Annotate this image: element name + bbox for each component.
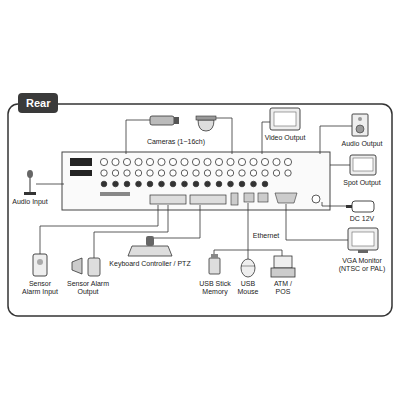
- bnc-port: [239, 170, 245, 176]
- device-label: Audio Input: [5, 198, 55, 206]
- device-label: Video Output: [255, 134, 315, 142]
- rca-port: [228, 181, 234, 187]
- bnc-port: [250, 170, 256, 176]
- bnc-port: [284, 158, 291, 165]
- bnc-port: [169, 158, 176, 165]
- device-label: Sensor Alarm Input: [20, 280, 60, 296]
- device-label: Audio Output: [337, 140, 387, 148]
- bnc-port: [192, 158, 199, 165]
- bnc-port: [135, 170, 141, 176]
- bnc-port: [170, 170, 176, 176]
- bnc-port: [238, 158, 245, 165]
- device-label: DC 12V: [342, 215, 382, 223]
- bnc-port: [158, 170, 164, 176]
- bnc-port: [181, 170, 187, 176]
- rca-port: [182, 181, 188, 187]
- bnc-port: [262, 170, 268, 176]
- bnc-port: [181, 158, 188, 165]
- rca-port: [216, 181, 222, 187]
- bnc-port: [250, 158, 257, 165]
- bnc-port: [273, 170, 279, 176]
- device-label: Ethernet: [249, 232, 283, 240]
- bnc-port: [227, 158, 234, 165]
- rca-port: [193, 181, 199, 187]
- bnc-port: [273, 158, 280, 165]
- bnc-port: [135, 158, 142, 165]
- bnc-port: [123, 158, 130, 165]
- bnc-port: [216, 170, 222, 176]
- bnc-port: [227, 170, 233, 176]
- bnc-port: [204, 170, 210, 176]
- bnc-port: [147, 170, 153, 176]
- bnc-port: [124, 170, 130, 176]
- device-label: USB Stick Memory: [199, 280, 231, 296]
- rca-port: [113, 181, 119, 187]
- bnc-port: [146, 158, 153, 165]
- rca-port: [170, 181, 176, 187]
- device-label: Spot Output: [337, 179, 387, 187]
- bnc-port: [285, 170, 291, 176]
- rca-port: [101, 181, 107, 187]
- device-label: USB Mouse: [233, 280, 263, 296]
- rca-port: [251, 181, 257, 187]
- bnc-port: [101, 170, 107, 176]
- device-label: Keyboard Controller / PTZ: [102, 260, 198, 268]
- bnc-port: [261, 158, 268, 165]
- rca-port: [147, 181, 153, 187]
- rca-port: [262, 181, 268, 187]
- bnc-port: [112, 170, 118, 176]
- device-label: Sensor Alarm Output: [64, 280, 112, 296]
- bnc-port: [158, 158, 165, 165]
- section-tab: Rear: [18, 93, 58, 113]
- device-label: Cameras (1~16ch): [134, 138, 218, 146]
- device-label: ATM / POS: [268, 280, 298, 296]
- bnc-port: [112, 158, 119, 165]
- rca-port: [136, 181, 142, 187]
- bnc-port: [100, 158, 107, 165]
- rca-port: [239, 181, 245, 187]
- bnc-port: [215, 158, 222, 165]
- bnc-port: [193, 170, 199, 176]
- bnc-port: [204, 158, 211, 165]
- rca-port: [159, 181, 165, 187]
- rca-port: [205, 181, 211, 187]
- device-label: VGA Monitor (NTSC or PAL): [331, 257, 393, 273]
- tab-title: Rear: [26, 97, 50, 109]
- rca-port: [124, 181, 130, 187]
